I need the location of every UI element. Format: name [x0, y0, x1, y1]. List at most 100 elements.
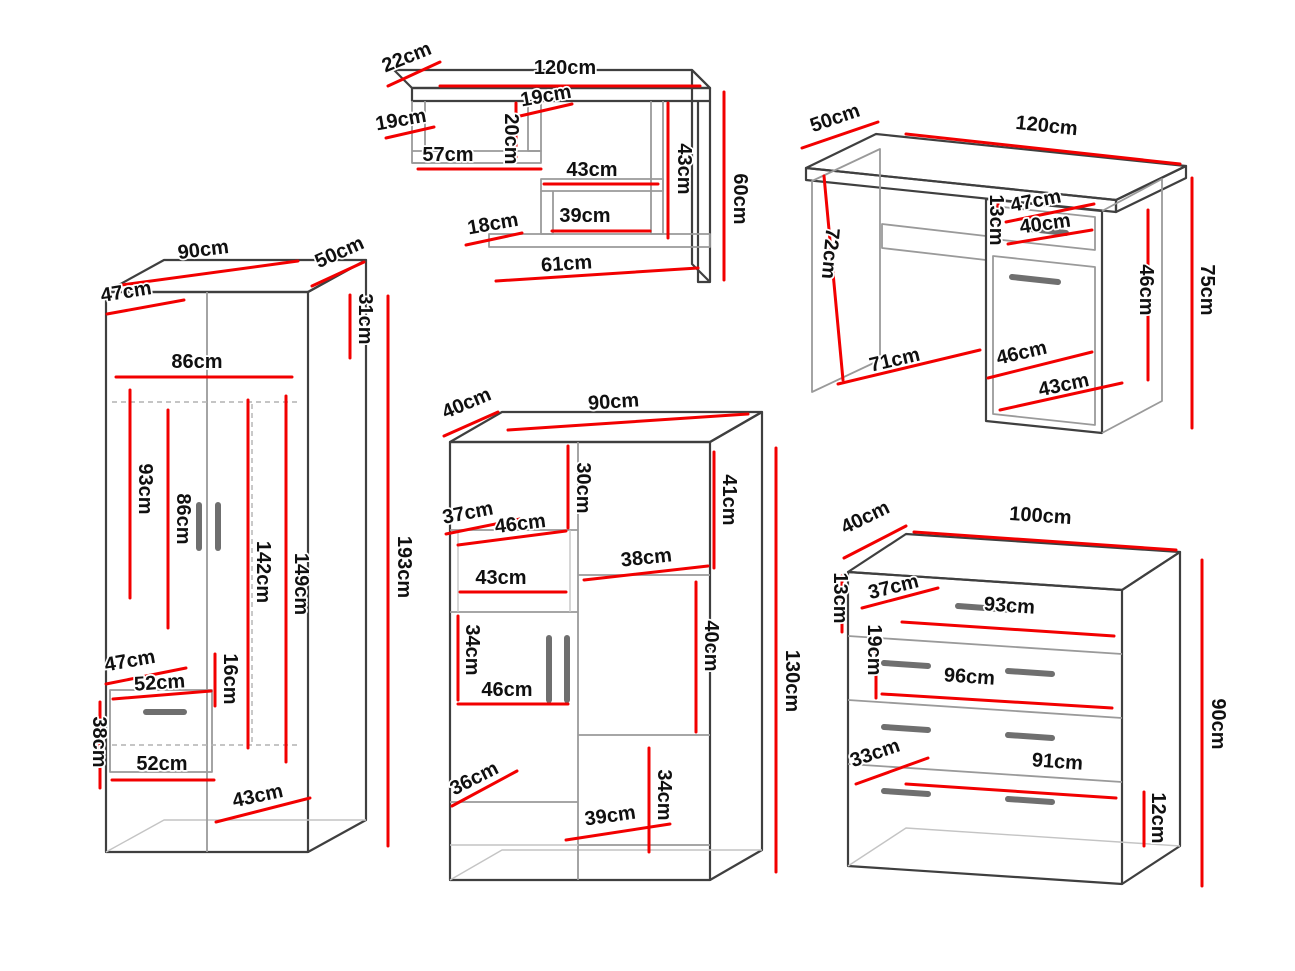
dim-label: 46cm — [1135, 264, 1157, 315]
wardrobe-drawer-front — [109, 689, 213, 773]
dim-line — [854, 756, 930, 786]
desk-unit-right-side — [1101, 178, 1163, 434]
chest-drawer-handle — [881, 724, 931, 733]
wardrobe-floor-back-edge — [105, 819, 366, 853]
dim-label: 43cm — [673, 143, 695, 194]
dim-label: 19cm — [374, 105, 428, 136]
dim-line — [900, 620, 1116, 638]
dim-label: 60cm — [729, 173, 751, 224]
dim-label: 100cm — [1009, 503, 1073, 529]
dim-label: 130cm — [781, 650, 803, 712]
dim-label: 91cm — [1031, 749, 1084, 775]
chest-drawer-handle — [881, 788, 931, 797]
chest-dimensions: 40cm 100cm 13cm 37cm 93cm 19cm 96cm 33cm… — [827, 495, 1231, 888]
dim-line — [104, 666, 188, 686]
bookcase-right-side — [709, 410, 764, 881]
dim-line — [998, 381, 1124, 412]
wardrobe-drawing — [104, 258, 368, 854]
shelf-divider — [527, 101, 542, 152]
dim-label: 47cm — [99, 277, 153, 307]
dim-label: 38cm — [620, 544, 673, 571]
dim-label: 90cm — [587, 389, 640, 415]
wall-shelf-dimensions: 22cm 120cm 19cm 19cm 57cm 20cm 43cm 43cm… — [372, 36, 753, 283]
dim-label: 57cm — [422, 144, 473, 166]
chest-drawer-divider — [847, 699, 1123, 719]
dim-label: 39cm — [559, 205, 610, 227]
dim-label: 30cm — [572, 462, 594, 513]
dim-line — [912, 530, 1178, 552]
dim-line — [214, 796, 312, 824]
chest-drawer-handle — [1005, 668, 1055, 677]
dim-label: 41cm — [718, 474, 740, 525]
bookcase-dimensions: 40cm 90cm 30cm 41cm 37cm 46cm 43cm 38cm … — [437, 382, 805, 874]
shelf-right-side — [690, 68, 711, 283]
desk-left-panel — [811, 148, 881, 393]
dim-label: 16cm — [219, 653, 241, 704]
dim-label: 149cm — [290, 553, 312, 615]
dim-line — [1004, 202, 1096, 224]
dim-label: 12cm — [1147, 792, 1169, 843]
dim-label: 72cm — [817, 227, 843, 280]
dim-label: 93cm — [983, 593, 1036, 619]
dim-label: 50cm — [312, 232, 368, 273]
dim-line — [904, 132, 1182, 166]
dim-label: 52cm — [133, 670, 186, 696]
chest-drawer-handle — [1005, 796, 1055, 805]
dim-label: 40cm — [838, 497, 894, 539]
chest-right-side — [1121, 550, 1182, 885]
dim-label: 61cm — [540, 251, 593, 277]
dim-label: 90cm — [1207, 698, 1229, 749]
dim-line — [464, 231, 524, 247]
dim-line — [860, 586, 940, 610]
dim-label: 43cm — [566, 159, 617, 181]
dim-label: 34cm — [653, 769, 675, 820]
dim-label: 75cm — [1196, 264, 1218, 315]
shelf-right-panel — [696, 101, 712, 284]
dim-line — [444, 517, 522, 536]
dim-label: 20cm — [500, 113, 522, 164]
dim-line — [506, 412, 750, 432]
desk-back-rail — [881, 223, 987, 261]
dim-line — [1006, 228, 1094, 246]
dim-line — [310, 260, 366, 288]
dim-label: 86cm — [172, 493, 194, 544]
chest-drawing — [846, 532, 1182, 886]
dim-line — [111, 689, 213, 701]
dim-line — [105, 298, 186, 316]
bookcase-drawing — [448, 410, 764, 882]
dim-label: 13cm — [985, 194, 1007, 245]
desk-drawing — [804, 132, 1188, 435]
dim-line — [880, 692, 1114, 710]
dim-label: 52cm — [136, 753, 187, 775]
dim-label: 142cm — [252, 541, 274, 603]
dim-label: 22cm — [379, 38, 435, 78]
shelf-inner-panel — [650, 101, 664, 235]
dim-label: 93cm — [134, 463, 156, 514]
dim-label: 40cm — [700, 620, 722, 671]
desk-drawer-front — [992, 205, 1096, 251]
dim-line — [836, 348, 982, 386]
door-handle — [1009, 274, 1061, 285]
dim-label: 96cm — [943, 664, 996, 690]
desk-top-front-edge — [804, 166, 1118, 214]
dim-label: 34cm — [461, 624, 483, 675]
dim-label: 13cm — [829, 572, 851, 623]
dim-label: 120cm — [534, 57, 596, 79]
dim-line — [800, 120, 880, 150]
dim-line — [386, 60, 442, 88]
shelf-box-left-wall — [540, 191, 554, 235]
wardrobe-right-side — [307, 258, 368, 853]
dim-label: 46cm — [481, 679, 532, 701]
dim-line — [822, 174, 845, 382]
desk-door-front — [992, 255, 1096, 426]
desk-top-right-edge — [1114, 164, 1188, 214]
dim-label: 19cm — [863, 624, 885, 675]
wardrobe-hidden-lines — [112, 401, 298, 746]
dim-line — [518, 102, 574, 118]
dim-line — [904, 782, 1118, 800]
dim-label: 37cm — [441, 497, 495, 528]
dim-line — [384, 125, 436, 140]
dim-label: 193cm — [393, 536, 415, 598]
